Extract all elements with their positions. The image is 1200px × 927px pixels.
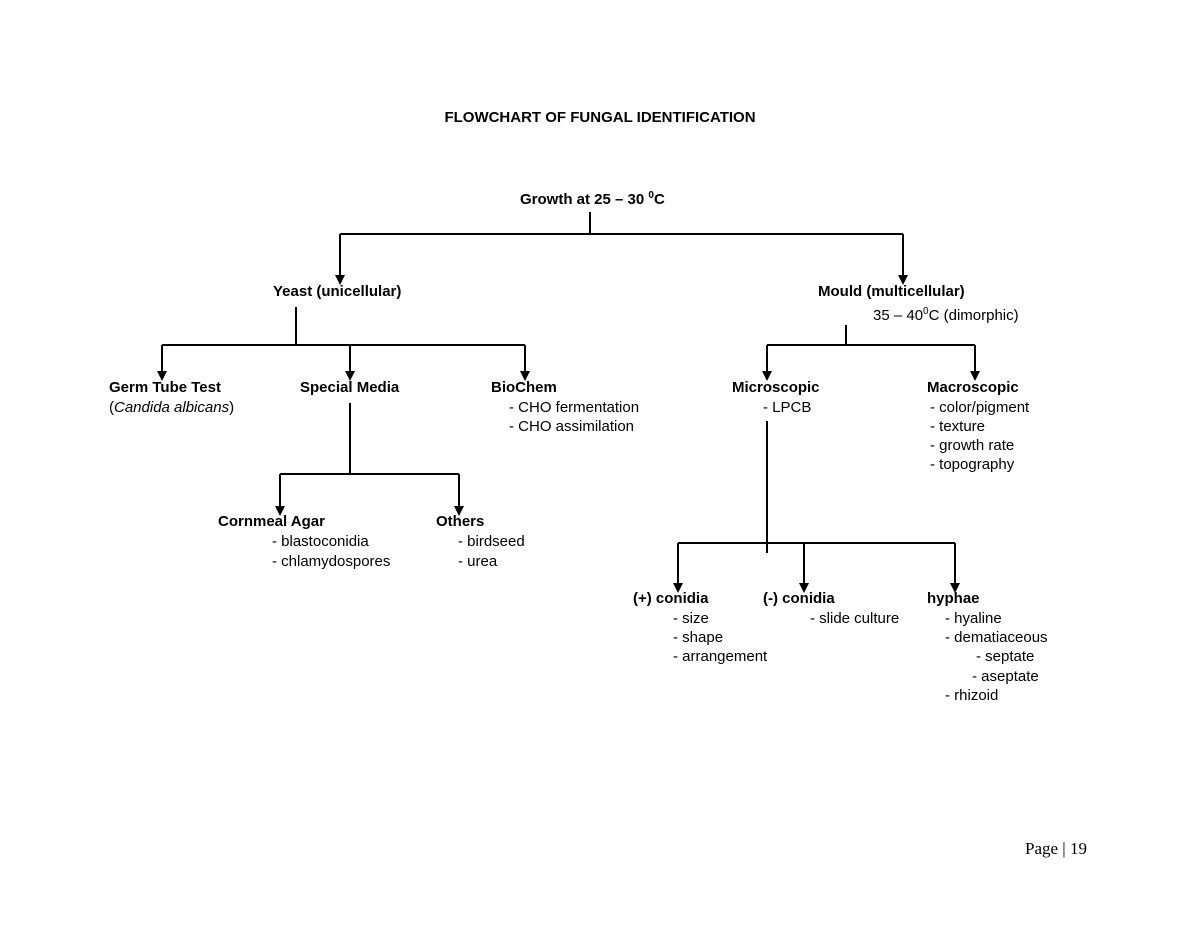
- node-others: Others: [436, 513, 485, 530]
- microscopic-item: - LPCB: [763, 399, 812, 416]
- others-item: - urea: [458, 553, 498, 570]
- plus-conidia-item: - size: [673, 610, 709, 627]
- plus-conidia-item: - arrangement: [673, 648, 768, 665]
- node-hyphae: hyphae: [927, 590, 980, 607]
- others-item: - birdseed: [458, 533, 525, 550]
- hyphae-item: - dematiaceous: [945, 629, 1048, 646]
- hyphae-item: - aseptate: [972, 668, 1039, 685]
- node-biochem: BioChem: [491, 379, 557, 396]
- cornmeal-item: - chlamydospores: [272, 553, 391, 570]
- node-cornmeal-agar: Cornmeal Agar: [218, 513, 325, 530]
- biochem-item: - CHO fermentation: [509, 399, 640, 416]
- page-title: FLOWCHART OF FUNGAL IDENTIFICATION: [444, 109, 756, 126]
- hyphae-item: - hyaline: [945, 610, 1002, 627]
- mould-sub-pre: 35 – 40: [873, 307, 924, 324]
- node-plus-conidia: (+) conidia: [633, 590, 709, 607]
- page-number: Page | 19: [1025, 839, 1087, 858]
- node-growth-label: Growth at 25 – 30: [520, 191, 645, 208]
- macroscopic-item: - color/pigment: [930, 399, 1030, 416]
- hyphae-item: - septate: [976, 648, 1035, 665]
- cornmeal-item: - blastoconidia: [272, 533, 369, 550]
- mould-sub-post: C (dimorphic): [928, 307, 1019, 324]
- minus-conidia-item: - slide culture: [810, 610, 900, 627]
- node-germ-tube: Germ Tube Test: [109, 379, 221, 396]
- node-mould: Mould (multicellular): [818, 283, 965, 300]
- macroscopic-item: - texture: [930, 418, 986, 435]
- node-germ-tube-note: (Candida albicans): [109, 398, 234, 417]
- macroscopic-item: - topography: [930, 456, 1015, 473]
- node-special-media: Special Media: [300, 379, 400, 396]
- macroscopic-item: - growth rate: [930, 437, 1015, 454]
- germ-tube-note-close: ): [229, 399, 235, 416]
- node-microscopic: Microscopic: [732, 379, 820, 396]
- node-mould-subtitle: 35 – 400C (dimorphic): [873, 302, 1019, 325]
- mould-sub-degree: 0: [923, 306, 929, 317]
- node-growth-unit: C: [653, 191, 665, 208]
- node-minus-conidia: (-) conidia: [763, 590, 835, 607]
- biochem-item: - CHO assimilation: [509, 418, 635, 435]
- plus-conidia-item: - shape: [673, 629, 724, 646]
- node-yeast: Yeast (unicellular): [273, 283, 402, 300]
- node-growth-degree: 0: [648, 190, 654, 201]
- hyphae-item: - rhizoid: [945, 687, 999, 704]
- germ-tube-note-open: (: [109, 399, 114, 416]
- germ-tube-note-species: Candida albicans: [114, 399, 230, 416]
- node-growth: Growth at 25 – 30 0C: [520, 186, 665, 209]
- node-macroscopic: Macroscopic: [927, 379, 1019, 396]
